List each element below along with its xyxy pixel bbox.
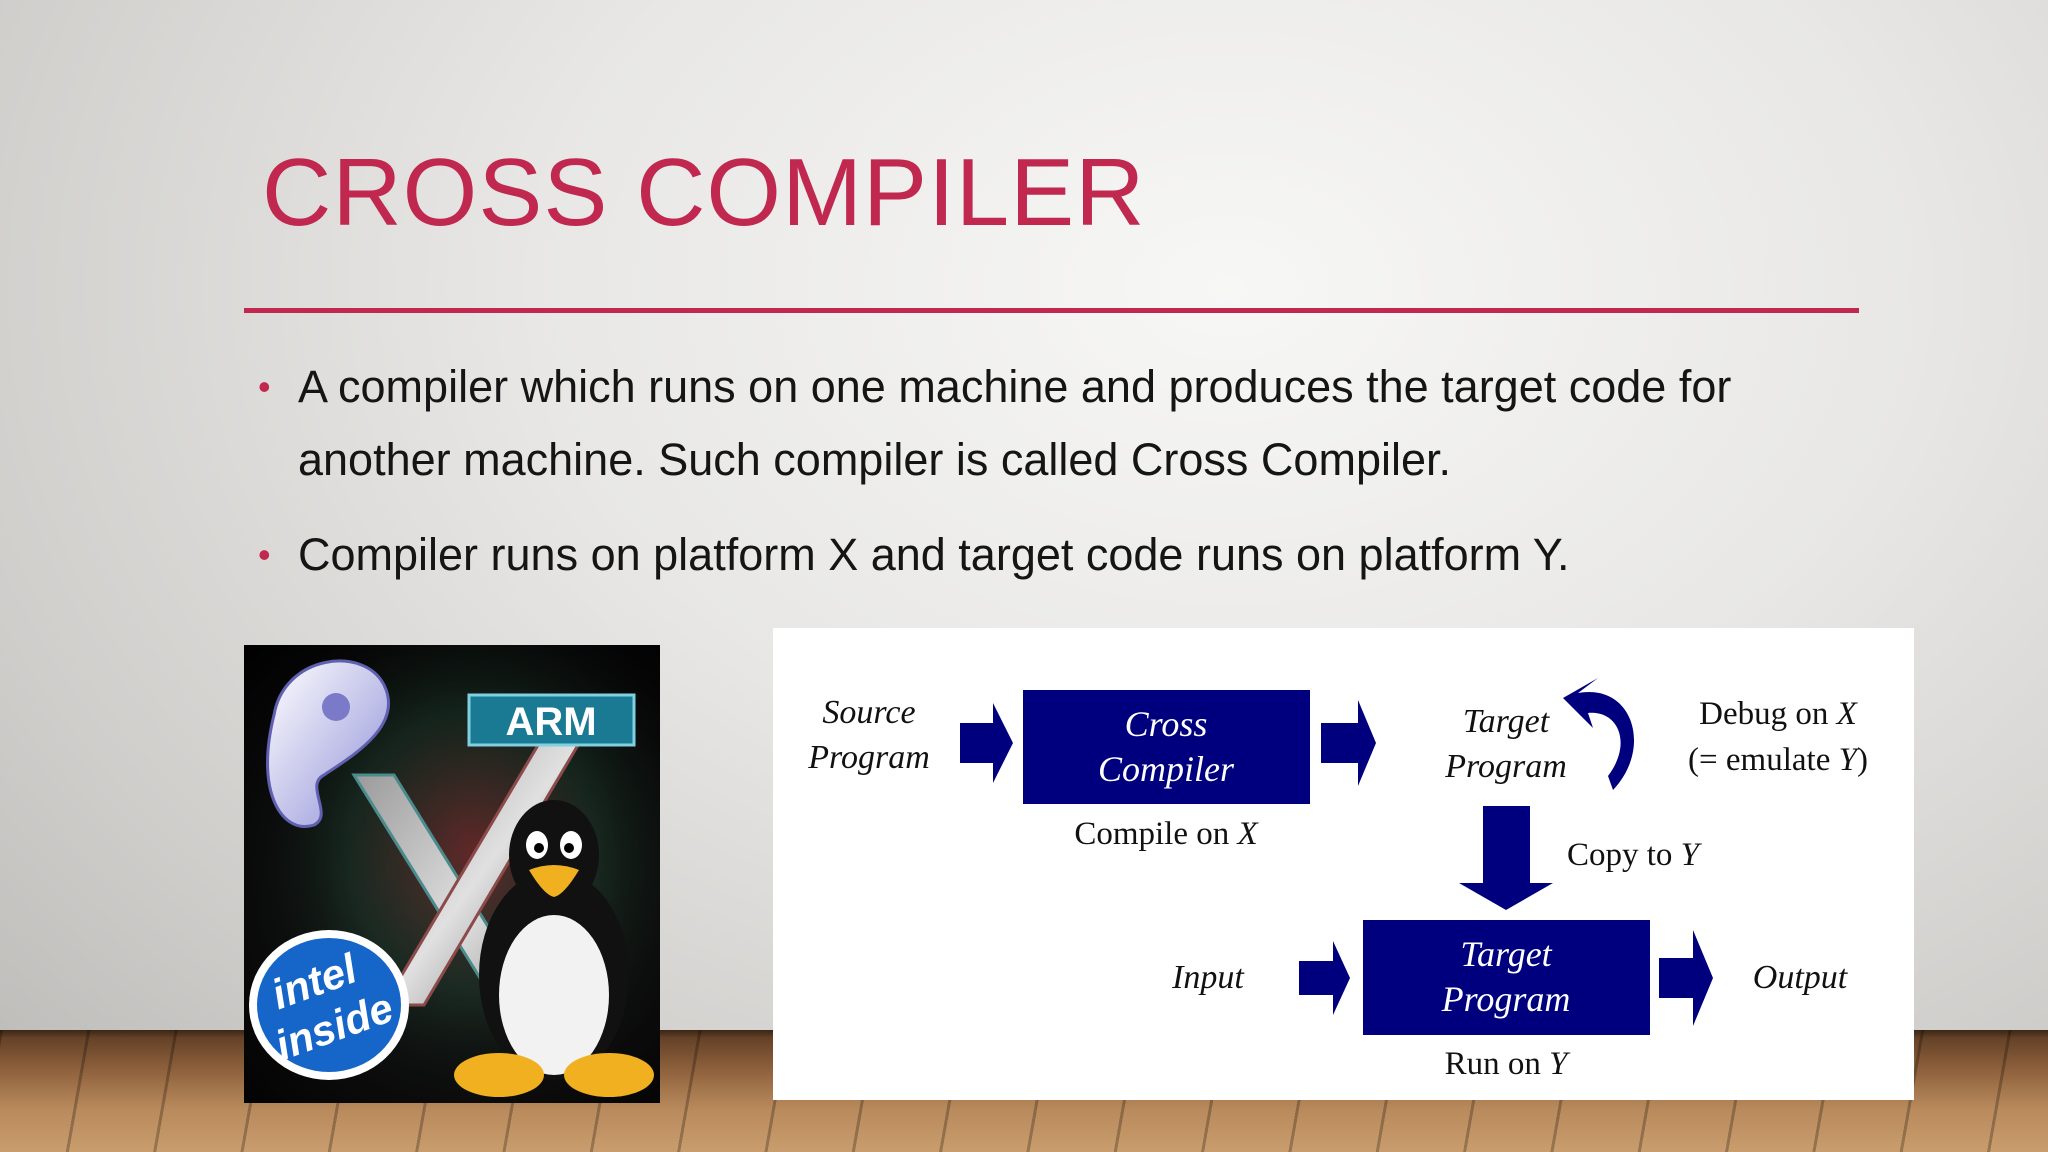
target-program-label: Target	[1463, 703, 1551, 740]
diagram-svg: Source Program Cross Compiler Compile on…	[807, 678, 1868, 1082]
cross-compiler-label: Cross	[1125, 704, 1208, 744]
compile-on-caption: Compile on X	[1074, 816, 1259, 852]
copy-to-caption: Copy to Y	[1567, 837, 1703, 873]
target-program-box-label: Target	[1460, 934, 1552, 974]
target-program-box-label: Program	[1441, 979, 1571, 1019]
title-divider	[244, 308, 1859, 313]
gnome-logo-icon	[266, 659, 391, 828]
arrow-right-icon	[1659, 930, 1713, 1026]
arrow-right-icon	[960, 703, 1013, 783]
bullet-dot-icon: •	[258, 534, 271, 575]
slide-title: CROSS COMPILER	[262, 139, 1146, 246]
intel-inside-logo-icon: intel inside	[249, 930, 409, 1080]
bullet-item: • Compiler runs on platform X and target…	[258, 518, 1858, 591]
arm-logo-icon: ARM	[467, 693, 636, 747]
cross-compiler-box	[1023, 690, 1310, 804]
bullet-text-line: another machine. Such compiler is called…	[298, 434, 1451, 485]
bullet-dot-icon: •	[258, 366, 271, 407]
bullet-item: • A compiler which runs on one machine a…	[258, 350, 1858, 496]
output-label: Output	[1753, 959, 1849, 996]
platform-logos-image: ARM intel inside	[244, 645, 660, 1103]
debug-on-caption: Debug on X	[1699, 696, 1858, 732]
arm-label: ARM	[505, 700, 596, 744]
arrow-right-icon	[1321, 700, 1376, 786]
emulate-caption: (= emulate Y)	[1688, 742, 1868, 778]
arrow-down-icon	[1459, 806, 1553, 910]
source-program-label: Source	[822, 694, 915, 731]
source-program-label: Program	[807, 739, 930, 776]
input-label: Input	[1171, 959, 1245, 996]
target-program-label: Program	[1444, 748, 1567, 785]
tux-penguin-icon	[454, 800, 654, 1097]
cross-compiler-diagram: Source Program Cross Compiler Compile on…	[773, 628, 1914, 1100]
logos-collage-icon: ARM intel inside	[244, 645, 660, 1103]
bullet-text-line: Compiler runs on platform X and target c…	[298, 529, 1570, 580]
bullet-list: • A compiler which runs on one machine a…	[258, 350, 1858, 613]
target-program-box	[1363, 920, 1650, 1035]
cross-compiler-label: Compiler	[1098, 749, 1235, 789]
curved-arrow-icon	[1563, 678, 1635, 790]
run-on-caption: Run on Y	[1445, 1046, 1572, 1082]
bullet-text-line: A compiler which runs on one machine and…	[298, 361, 1732, 412]
arrow-right-icon	[1299, 941, 1350, 1015]
